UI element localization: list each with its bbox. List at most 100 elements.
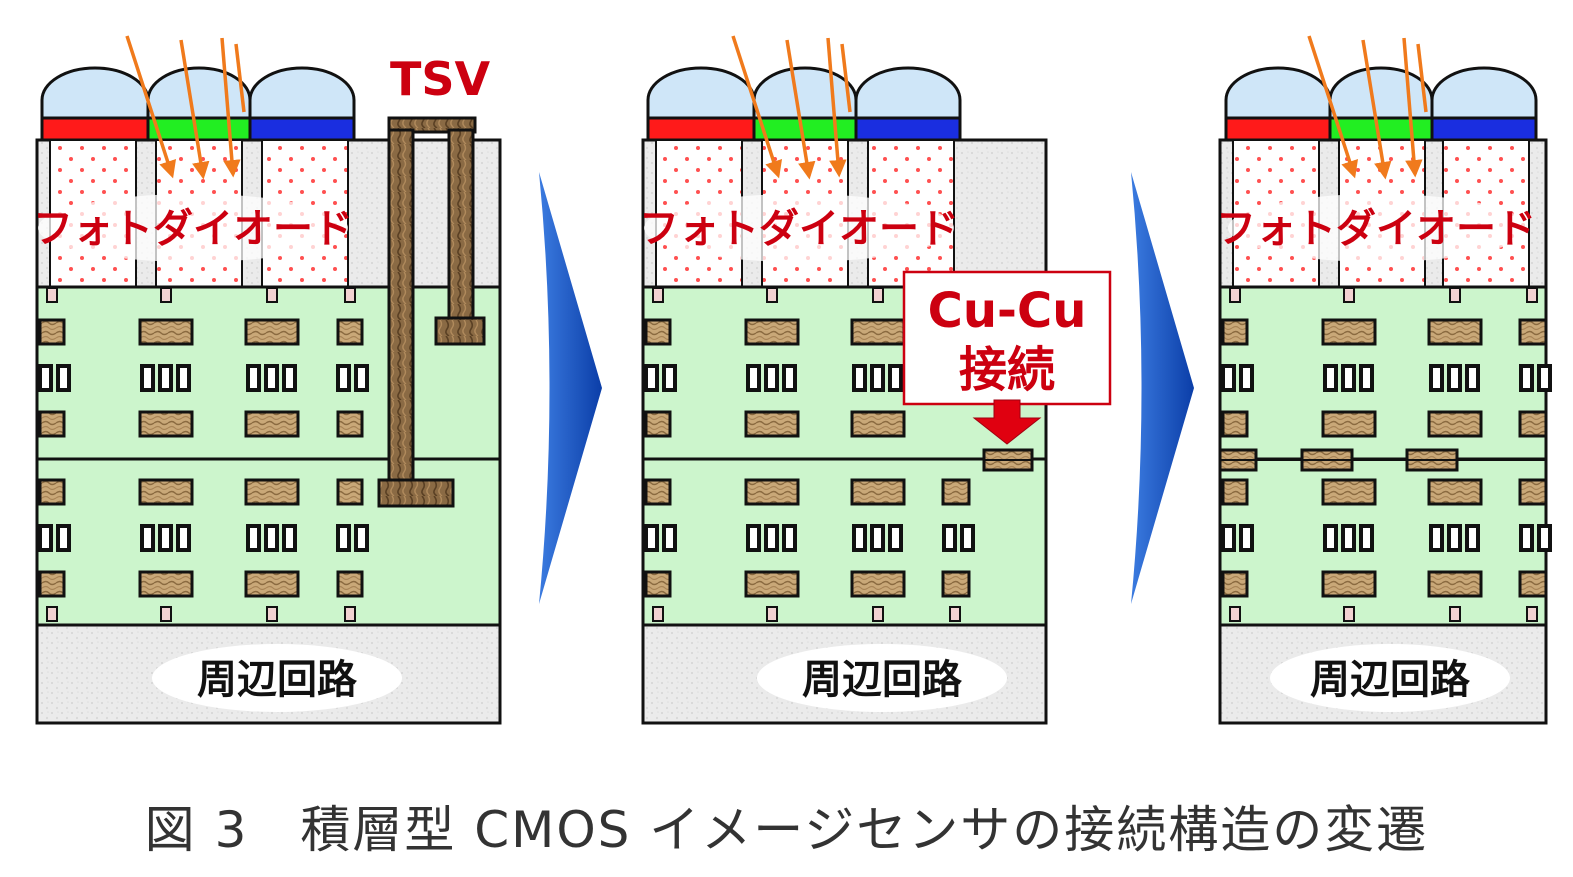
microlens — [248, 66, 356, 122]
light-ray — [220, 37, 241, 178]
metal-pad — [1321, 318, 1377, 346]
tsv-lower-pad — [377, 478, 455, 508]
via-bar — [1537, 524, 1552, 552]
metal-pad — [38, 570, 66, 598]
tsv-upper-pad — [434, 316, 486, 346]
via-bar — [644, 524, 659, 552]
microlens — [752, 66, 858, 122]
contact-plug — [266, 606, 278, 622]
color-filter-red — [646, 116, 756, 142]
metal-pad — [850, 478, 906, 506]
metal-pad — [38, 410, 66, 438]
metal-pad — [941, 570, 971, 598]
color-filter-red — [40, 116, 150, 142]
contact-plug — [344, 606, 356, 622]
wiring-group — [1221, 287, 1552, 622]
metal-pad — [138, 478, 194, 506]
light-ray — [731, 35, 783, 179]
via-bar — [176, 364, 191, 392]
light-ray — [826, 37, 847, 178]
metal-pad — [644, 318, 672, 346]
via-bar — [354, 364, 369, 392]
via-bar — [746, 364, 761, 392]
via-bar — [140, 364, 155, 392]
metal-pad — [336, 570, 364, 598]
via-bar — [1359, 524, 1374, 552]
via-bar — [336, 364, 351, 392]
incident-light — [125, 35, 246, 180]
metal-pad — [744, 570, 800, 598]
photodiode-label: フォトダイオード — [1216, 206, 1536, 252]
via-bar — [158, 364, 173, 392]
metal-pad — [138, 410, 194, 438]
metal-pad — [1427, 478, 1483, 506]
via-bar — [1537, 364, 1552, 392]
via-bar — [336, 524, 351, 552]
metal-pad — [1518, 570, 1548, 598]
contact-plug — [1343, 606, 1355, 622]
via-bar — [38, 364, 53, 392]
tsv-via-short — [447, 128, 475, 324]
peripheral-label: 周辺回路 — [1310, 657, 1471, 703]
metal-pad — [941, 478, 971, 506]
via-bar — [246, 364, 261, 392]
contact-plug — [46, 606, 58, 622]
metal-pad — [336, 318, 364, 346]
contact-plug — [266, 287, 278, 303]
via-bar — [782, 364, 797, 392]
color-filter-blue — [1430, 116, 1538, 142]
peripheral-label-bg — [1270, 644, 1510, 712]
metal-pad — [744, 410, 800, 438]
via-bar — [746, 524, 761, 552]
peripheral-label-bg — [757, 644, 1007, 712]
via-bar — [1341, 364, 1356, 392]
wiring-group — [38, 287, 369, 622]
via-bar — [1323, 364, 1338, 392]
metal-pad — [244, 318, 300, 346]
via-bar — [246, 524, 261, 552]
microlens — [854, 66, 962, 122]
via-bar — [158, 524, 173, 552]
microlens — [646, 66, 756, 122]
contact-plug — [766, 606, 778, 622]
color-filter-blue — [248, 116, 356, 142]
contact-plug — [1449, 287, 1461, 303]
metal-pad — [336, 410, 364, 438]
via-bar — [1519, 364, 1534, 392]
wiring-layer-lower — [1218, 457, 1548, 627]
incident-light — [1307, 35, 1428, 180]
via-bar — [870, 364, 885, 392]
panel-hybrid-bonding: フォトダイオード 周辺回路 — [1216, 35, 1552, 725]
via-bar — [662, 364, 677, 392]
incident-light — [731, 35, 852, 180]
wiring-group — [644, 287, 975, 622]
color-filter-array — [646, 116, 962, 142]
metal-pad — [1221, 410, 1249, 438]
microlens — [1430, 66, 1538, 122]
wiring-layer-upper — [1218, 285, 1548, 461]
metal-pad — [1221, 478, 1249, 506]
contact-plug — [1343, 287, 1355, 303]
light-ray — [234, 43, 246, 113]
peripheral-label: 周辺回路 — [197, 657, 358, 703]
metal-pad — [1221, 570, 1249, 598]
metal-pad — [38, 318, 66, 346]
metal-pad — [244, 570, 300, 598]
color-filter-green — [1328, 116, 1434, 142]
contact-plug — [652, 606, 664, 622]
color-filter-array — [1224, 116, 1538, 142]
via-bar — [354, 524, 369, 552]
via-bar — [176, 524, 191, 552]
hybrid-bond-pads — [1218, 448, 1546, 472]
light-ray — [179, 39, 210, 180]
metal-pad — [1321, 410, 1377, 438]
tsv-via-long — [387, 128, 415, 484]
via-bar — [1447, 364, 1462, 392]
via-bar — [960, 524, 975, 552]
via-bar — [1519, 524, 1534, 552]
via-bar — [56, 524, 71, 552]
metal-pad — [1321, 478, 1377, 506]
wiring-layer-lower — [641, 457, 1048, 627]
metal-pad — [744, 478, 800, 506]
light-ray — [1307, 35, 1359, 179]
